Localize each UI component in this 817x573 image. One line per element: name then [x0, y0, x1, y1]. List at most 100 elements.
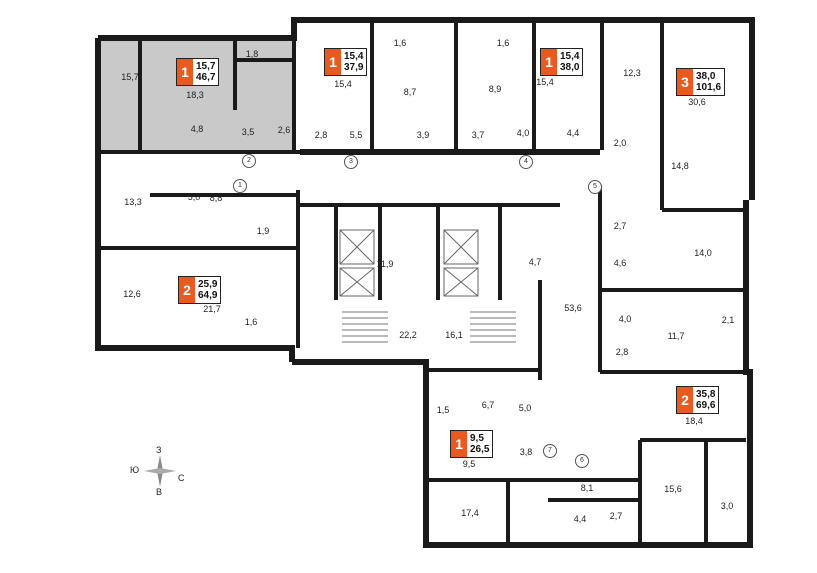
room-area-label: 15,7 [121, 72, 139, 82]
stairs [342, 311, 516, 343]
room-area-label: 3,9 [416, 130, 430, 140]
room-area-label: 30,6 [688, 97, 706, 107]
apartment-room-count: 1 [451, 431, 467, 457]
room-area-label: 14,8 [671, 161, 689, 171]
elevators [339, 229, 479, 297]
room-area-label: 2,8 [314, 130, 328, 140]
room-area-label: 8,7 [403, 87, 417, 97]
apartment-room-count: 1 [177, 59, 193, 85]
room-area-label: 21,7 [203, 304, 221, 314]
apartment-living-area: 15,7 [196, 61, 216, 72]
compass-star-icon [144, 455, 176, 487]
room-area-label: 11,9 [376, 259, 394, 269]
entrance-door-marker: 4 [519, 155, 533, 169]
room-area-label: 2,8 [615, 347, 629, 357]
apartment-total-area: 38,0 [560, 62, 580, 73]
outer-walls [95, 17, 755, 548]
room-area-label: 4,7 [528, 257, 542, 267]
room-area-label: 11,7 [667, 331, 685, 341]
apartment-room-count: 2 [179, 277, 195, 303]
apartment-total-area: 69,6 [696, 400, 716, 411]
room-area-label: 22,2 [399, 330, 417, 340]
room-area-label: 4,0 [618, 314, 632, 324]
room-area-label: 5,0 [187, 192, 201, 202]
compass-north: З [156, 445, 162, 455]
room-area-label: 6,7 [481, 400, 495, 410]
room-area-label: 17,4 [461, 508, 479, 518]
room-area-label: 12,6 [123, 289, 141, 299]
room-area-label: 2,7 [609, 511, 623, 521]
room-area-label: 1,5 [436, 405, 450, 415]
apartment-living-area: 38,0 [696, 71, 716, 82]
room-area-label: 15,4 [536, 77, 554, 87]
room-area-label: 4,6 [613, 258, 627, 268]
room-area-label: 12,3 [623, 68, 641, 78]
room-area-label: 14,0 [694, 248, 712, 258]
room-area-label: 3,0 [720, 501, 734, 511]
room-area-label: 18,3 [186, 90, 204, 100]
room-area-label: 2,0 [613, 138, 627, 148]
apartment-total-area: 101,6 [696, 82, 722, 93]
apartment-total-area: 64,9 [198, 290, 218, 301]
room-area-label: 18,4 [685, 416, 703, 426]
apartment-room-count: 1 [541, 49, 557, 75]
room-area-label: 1,8 [245, 49, 259, 59]
apartment-living-area: 9,5 [470, 433, 484, 444]
apartment-total-area: 26,5 [470, 444, 490, 455]
room-area-label: 8,9 [488, 84, 502, 94]
compass-east: С [178, 473, 185, 483]
entrance-door-marker: 1 [233, 179, 247, 193]
room-area-label: 9,5 [462, 459, 476, 469]
apartment-room-count: 2 [677, 387, 693, 413]
room-area-label: 15,6 [664, 484, 682, 494]
room-area-label: 4,4 [566, 128, 580, 138]
room-area-label: 16,1 [445, 330, 463, 340]
room-area-label: 3,5 [241, 127, 255, 137]
entrance-door-marker: 6 [575, 454, 589, 468]
entrance-door-marker: 7 [543, 444, 557, 458]
room-area-label: 5,0 [518, 403, 532, 413]
apartment-living-area: 15,4 [344, 51, 364, 62]
apartment-room-count: 1 [325, 49, 341, 75]
room-area-label: 15,4 [334, 79, 352, 89]
room-area-label: 53,6 [564, 303, 582, 313]
apartment-room-count: 3 [677, 69, 693, 95]
apartment-living-area: 35,8 [696, 389, 716, 400]
room-area-label: 1,9 [256, 226, 270, 236]
highlighted-apartment [98, 38, 294, 151]
entrance-door-marker: 3 [344, 155, 358, 169]
room-area-label: 3,8 [519, 447, 533, 457]
room-area-label: 5,5 [349, 130, 363, 140]
room-area-label: 2,1 [721, 315, 735, 325]
room-area-label: 2,6 [277, 125, 291, 135]
room-area-label: 4,0 [516, 128, 530, 138]
room-area-label: 1,6 [244, 317, 258, 327]
room-area-label: 8,8 [209, 193, 223, 203]
room-area-label: 8,1 [580, 483, 594, 493]
apartment-living-area: 25,9 [198, 279, 218, 290]
room-area-label: 2,7 [613, 221, 627, 231]
room-area-label: 13,3 [124, 197, 142, 207]
room-area-label: 4,8 [190, 124, 204, 134]
compass: З В Ю С [130, 445, 190, 500]
compass-west: Ю [130, 465, 140, 475]
room-area-label: 1,6 [496, 38, 510, 48]
room-area-label: 4,4 [573, 514, 587, 524]
entrance-door-marker: 5 [588, 180, 602, 194]
compass-south: В [156, 487, 163, 497]
